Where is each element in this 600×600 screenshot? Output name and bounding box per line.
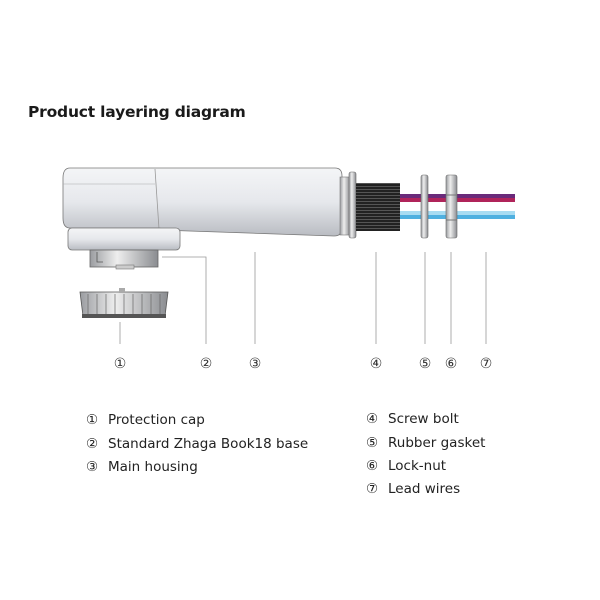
rubber-gasket [420, 174, 429, 239]
protection-cap [79, 288, 169, 318]
leader-lines [119, 252, 487, 344]
callout-4: ④ [370, 356, 383, 372]
callout-7: ⑦ [480, 356, 493, 372]
zhaga-base [89, 249, 159, 270]
callout-6: ⑥ [445, 356, 458, 372]
screw-bolt [339, 171, 400, 239]
diagram-title: Product layering diagram [28, 103, 246, 121]
lock-nut [445, 174, 458, 239]
main-housing [62, 167, 343, 251]
callout-1: ① [114, 356, 127, 372]
callout-2: ② [200, 356, 213, 372]
callout-5: ⑤ [419, 356, 432, 372]
callout-3: ③ [249, 356, 262, 372]
